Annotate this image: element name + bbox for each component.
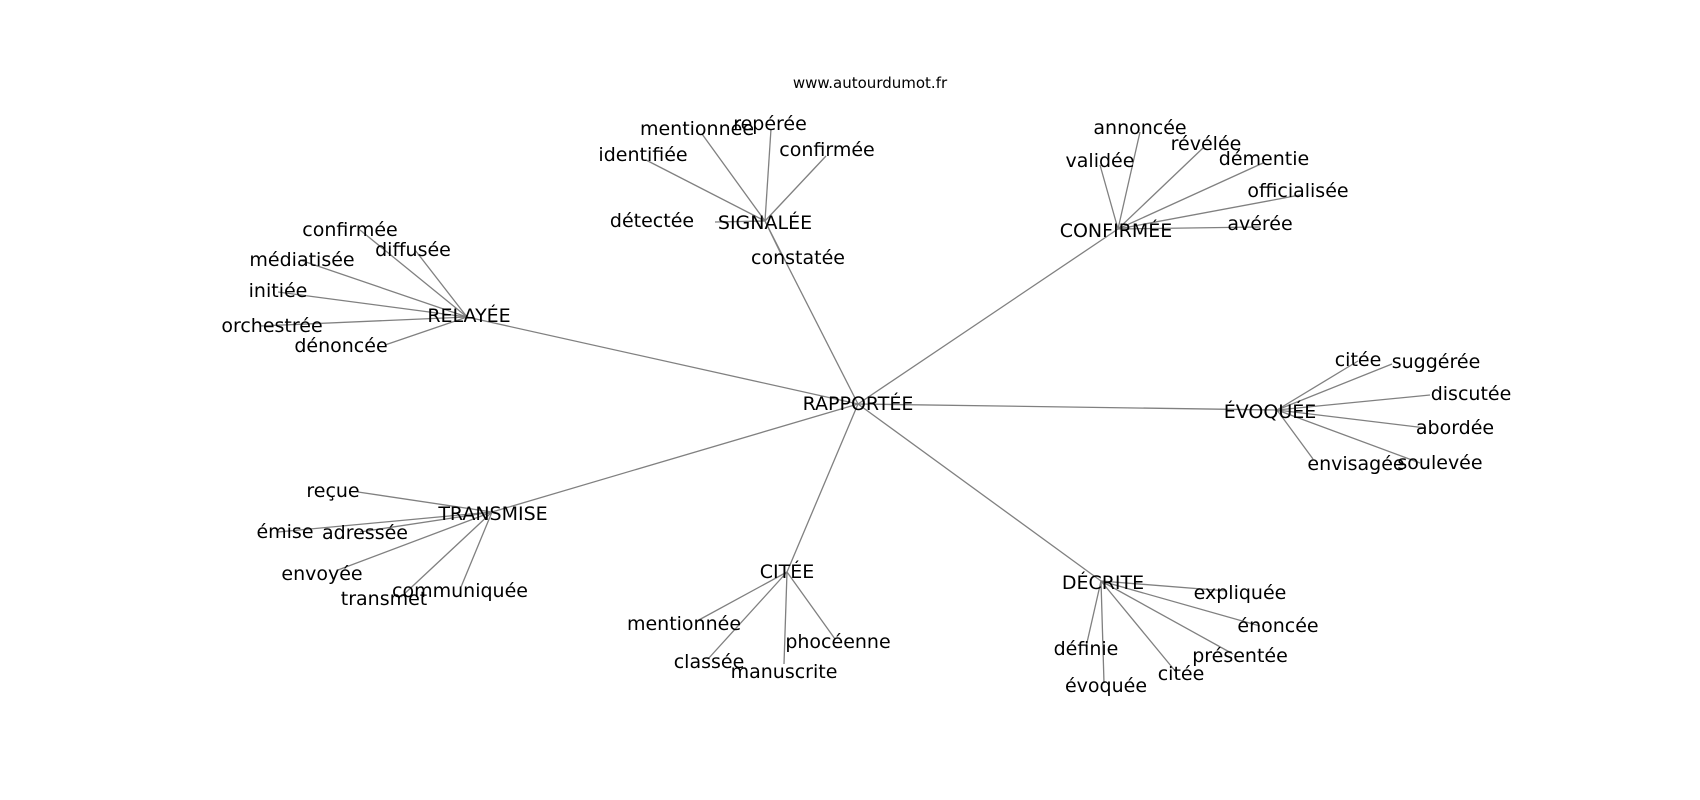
hub-node[interactable]: CONFIRMÉE	[1060, 219, 1173, 242]
edge-hub-to-leaf	[277, 291, 468, 318]
edge-center-to-hub	[491, 403, 859, 513]
hub-node[interactable]: CITÉE	[760, 560, 815, 583]
leaf-node[interactable]: adressée	[322, 522, 408, 544]
edge-hub-to-leaf	[786, 571, 836, 640]
hub-node[interactable]: SIGNALÉE	[718, 211, 812, 234]
edge-hub-to-leaf	[1276, 409, 1314, 460]
edge-hub-to-leaf	[696, 571, 788, 622]
edge-hub-to-leaf	[1276, 409, 1421, 464]
leaf-node[interactable]: phocéenne	[785, 631, 890, 653]
leaf-node[interactable]: repérée	[733, 113, 807, 135]
edge-hub-to-leaf	[1100, 580, 1105, 684]
leaf-node[interactable]: avérée	[1227, 213, 1292, 235]
edge-hub-to-leaf	[1117, 194, 1301, 230]
leaf-node[interactable]: validée	[1066, 150, 1135, 172]
leaf-node[interactable]: envisagée	[1307, 453, 1404, 475]
edge-hub-to-leaf	[1117, 226, 1261, 230]
edge-center-to-hub	[786, 403, 859, 573]
leaf-node[interactable]: citée	[1335, 349, 1382, 371]
edge-hub-to-leaf	[1100, 580, 1228, 592]
edge-hub-to-leaf	[701, 133, 766, 222]
edge-center-to-hub	[857, 403, 1102, 582]
edge-hub-to-leaf	[1085, 580, 1102, 648]
leaf-node[interactable]: suggérée	[1392, 351, 1481, 373]
source-credit: www.autourdumot.fr	[793, 74, 948, 92]
edge-center-to-hub	[857, 403, 1278, 411]
leaf-node[interactable]: communiquée	[392, 580, 528, 602]
leaf-node[interactable]: manuscrite	[731, 661, 838, 683]
leaf-node[interactable]: annoncée	[1093, 117, 1186, 139]
edge-hub-to-leaf	[645, 159, 766, 222]
edge-hub-to-leaf	[1117, 162, 1264, 230]
leaf-node[interactable]: identifiée	[598, 144, 687, 166]
leaf-node[interactable]: orchestrée	[221, 315, 322, 337]
leaf-node[interactable]: abordée	[1416, 417, 1494, 439]
leaf-node[interactable]: mentionnée	[627, 613, 741, 635]
edge-hub-to-leaf	[764, 155, 827, 222]
leaf-node[interactable]: officialisée	[1247, 180, 1348, 202]
edge-hub-to-leaf	[764, 220, 783, 257]
leaf-node[interactable]: confirmée	[779, 139, 874, 161]
leaf-node[interactable]: envoyée	[281, 563, 362, 585]
edge-hub-to-leaf	[359, 511, 493, 533]
leaf-node[interactable]: soulevée	[1397, 452, 1482, 474]
leaf-node[interactable]: énoncée	[1237, 615, 1318, 637]
edge-hub-to-leaf	[1100, 580, 1261, 627]
leaf-node[interactable]: mentionnée	[640, 118, 754, 140]
leaf-node[interactable]: citée	[1158, 663, 1205, 685]
leaf-node[interactable]: émise	[256, 521, 313, 543]
edge-hub-to-leaf	[1276, 394, 1431, 411]
hub-node[interactable]: ÉVOQUÉE	[1224, 400, 1317, 423]
edge-hub-to-leaf	[1100, 580, 1234, 655]
hub-node[interactable]: DÉCRITE	[1062, 571, 1144, 594]
leaf-node[interactable]: détectée	[610, 210, 694, 232]
leaf-node[interactable]: confirmée	[302, 219, 397, 241]
hub-node[interactable]: TRANSMISE	[437, 503, 547, 525]
edge-hub-to-leaf	[1276, 363, 1393, 411]
leaf-node[interactable]: discutée	[1431, 383, 1512, 405]
edges-layer	[259, 128, 1431, 684]
edge-hub-to-leaf	[357, 491, 493, 513]
hub-node[interactable]: RELAYÉE	[427, 304, 510, 327]
edge-hub-to-leaf	[1117, 131, 1141, 230]
leaf-node[interactable]: transmet	[341, 588, 428, 610]
leaf-node[interactable]: révélée	[1171, 133, 1242, 155]
edge-hub-to-leaf	[400, 511, 493, 598]
edge-hub-to-leaf	[764, 128, 772, 222]
edge-hub-to-leaf	[1276, 409, 1427, 429]
edge-hub-to-leaf	[460, 511, 493, 588]
leaf-node[interactable]: expliquée	[1194, 582, 1287, 604]
leaf-node[interactable]: évoquée	[1065, 675, 1147, 697]
leaf-node[interactable]: définie	[1054, 638, 1119, 660]
leaf-node[interactable]: initiée	[249, 280, 308, 302]
edge-hub-to-leaf	[414, 249, 468, 318]
leaf-node[interactable]: reçue	[306, 480, 359, 502]
leaf-node[interactable]: dénoncée	[294, 335, 387, 357]
leaf-node[interactable]: démentie	[1219, 148, 1309, 170]
edge-hub-to-leaf	[714, 220, 766, 223]
leaf-node[interactable]: présentée	[1192, 645, 1288, 667]
center-node[interactable]: RAPPORTÉE	[803, 392, 914, 415]
leaf-node[interactable]: diffusée	[375, 239, 451, 261]
edge-hub-to-leaf	[1276, 360, 1359, 411]
edge-hub-to-leaf	[299, 259, 468, 318]
edge-hub-to-leaf	[707, 571, 788, 660]
leaf-node[interactable]: médiatisée	[249, 249, 354, 271]
edge-hub-to-leaf	[1100, 580, 1177, 673]
nodes-layer: mentionnéerepéréeconfirméeidentifiéedéte…	[221, 113, 1511, 697]
edge-hub-to-leaf	[384, 316, 468, 346]
leaf-node[interactable]: constatée	[751, 247, 845, 269]
leaf-node[interactable]: classée	[674, 651, 745, 673]
edge-center-to-hub	[857, 228, 1119, 405]
edge-center-to-hub	[466, 316, 859, 405]
edge-hub-to-leaf	[337, 511, 493, 571]
edge-hub-to-leaf	[277, 511, 493, 533]
edge-hub-to-leaf	[783, 571, 788, 665]
edge-hub-to-leaf	[359, 229, 468, 318]
edge-hub-to-leaf	[1117, 147, 1204, 230]
edge-hub-to-leaf	[1099, 164, 1119, 230]
edge-hub-to-leaf	[259, 316, 468, 327]
